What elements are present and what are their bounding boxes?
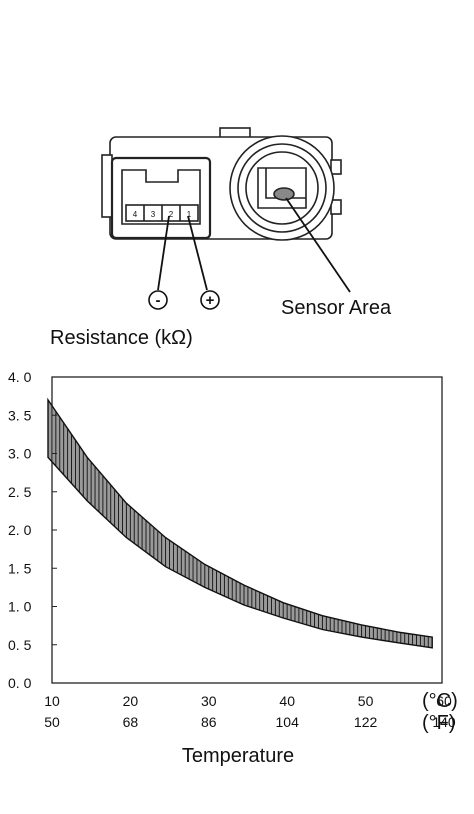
x-axis-label: Temperature — [182, 745, 294, 767]
y-tick-label: 3. 5 — [8, 407, 32, 423]
y-axis-ticks: 0. 0 0. 5 1. 0 1. 5 2. 0 2. 5 3. 0 3. 5 4. 0 — [8, 369, 57, 691]
x-tick-label-fahrenheit: 86 — [201, 714, 217, 730]
x-axis-ticks: 10 50 20 68 30 86 40 104 50 122 60 140 — [44, 693, 456, 730]
resistance-tolerance-band — [47, 397, 433, 649]
y-tick-label: 4. 0 — [8, 369, 32, 385]
plus-leader-line — [187, 215, 208, 291]
pin-number: 4 — [133, 210, 138, 219]
y-tick-label: 0. 5 — [8, 637, 32, 653]
minus-terminal-symbol: - — [148, 290, 168, 310]
x-unit-fahrenheit: (°F) — [422, 712, 456, 734]
x-tick-label-fahrenheit: 140 — [432, 714, 456, 730]
sensor-area-label: Sensor Area — [281, 297, 392, 319]
sensor-area-leader-line — [285, 197, 351, 293]
sensor-element — [273, 187, 295, 201]
pin-number: 1 — [187, 210, 192, 219]
connector-right-tab-top — [330, 159, 342, 175]
x-tick-label-celsius: 10 — [44, 693, 60, 709]
x-tick-label-celsius: 60 — [436, 693, 452, 709]
sensor-connector-drawing — [101, 127, 342, 241]
x-tick-label-celsius: 40 — [279, 693, 295, 709]
y-tick-label: 2. 5 — [8, 484, 32, 500]
y-axis-label: Resistance (kΩ) — [50, 327, 193, 349]
x-unit-celsius: (°C) — [422, 690, 458, 712]
x-tick-label-celsius: 20 — [123, 693, 139, 709]
minus-leader-line — [157, 215, 170, 291]
y-tick-label: 2. 0 — [8, 522, 32, 538]
x-tick-label-fahrenheit: 104 — [276, 714, 300, 730]
plus-terminal-symbol: + — [200, 290, 220, 310]
y-tick-label: 0. 0 — [8, 675, 32, 691]
x-tick-label-celsius: 30 — [201, 693, 217, 709]
minus-symbol: - — [156, 292, 161, 309]
plus-symbol: + — [206, 292, 215, 309]
x-tick-label-celsius: 50 — [358, 693, 374, 709]
pin-number: 2 — [169, 210, 174, 219]
y-tick-label: 1. 0 — [8, 599, 32, 615]
pin-number: 3 — [151, 210, 156, 219]
x-tick-label-fahrenheit: 122 — [354, 714, 378, 730]
y-tick-label: 3. 0 — [8, 446, 32, 462]
connector-left-flange — [101, 154, 113, 218]
y-tick-label: 1. 5 — [8, 560, 32, 576]
x-tick-label-fahrenheit: 68 — [123, 714, 139, 730]
plot-area — [47, 397, 433, 649]
x-tick-label-fahrenheit: 50 — [44, 714, 60, 730]
